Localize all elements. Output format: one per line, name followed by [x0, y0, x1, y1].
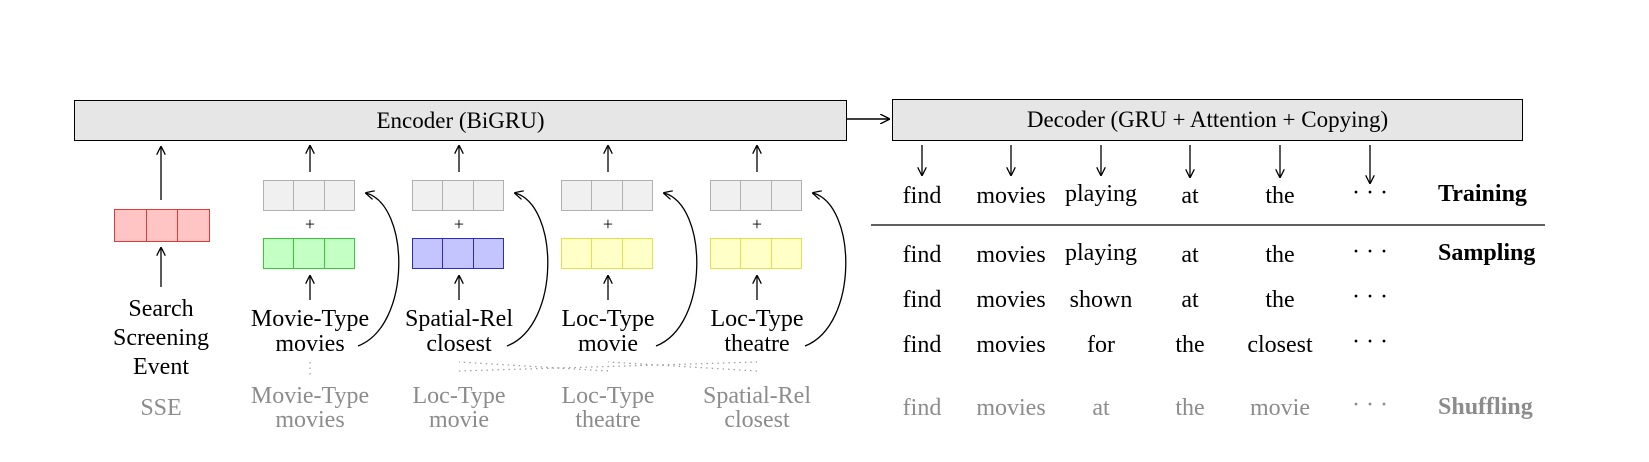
output-token: find	[902, 242, 942, 268]
output-token: the	[1265, 183, 1295, 209]
output-token: · · ·	[1352, 329, 1388, 355]
gray-embedding	[412, 180, 504, 211]
sse-embedding	[114, 209, 211, 242]
output-token: find	[902, 332, 942, 358]
output-token: at	[1181, 183, 1199, 209]
spatial-rel-embedding	[412, 238, 504, 269]
shuffle-dotted-lines	[309, 361, 758, 378]
sampling-label: Sampling	[1438, 240, 1536, 266]
output-token: find	[902, 287, 942, 313]
gray-embedding	[263, 180, 355, 211]
output-token: at	[1181, 242, 1199, 268]
output-token: movies	[976, 287, 1046, 313]
decoder-label: Decoder (GRU + Attention + Copying)	[1026, 107, 1389, 132]
decoder-box: Decoder (GRU + Attention + Copying)	[892, 99, 1523, 141]
encoder-label: Encoder (BiGRU)	[376, 107, 545, 133]
output-token: at	[1092, 395, 1110, 421]
encoder-box: Encoder (BiGRU)	[74, 100, 847, 141]
output-token: the	[1265, 242, 1295, 268]
output-token: movies	[976, 242, 1046, 268]
training-label: Training	[1438, 181, 1527, 207]
output-token: playing	[1065, 240, 1137, 266]
decoder-output-arrows	[922, 145, 1370, 183]
output-token: for	[1087, 332, 1115, 358]
token-arrows	[310, 146, 757, 300]
output-token: · · ·	[1352, 392, 1388, 418]
output-token: · · ·	[1352, 180, 1388, 206]
output-token: find	[902, 183, 942, 209]
output-token: · · ·	[1352, 284, 1388, 310]
output-token: the	[1175, 395, 1205, 421]
loc-type-embedding	[710, 238, 802, 269]
value-embedding-curves	[357, 193, 847, 347]
plus-sign: +	[304, 214, 316, 234]
plus-sign: +	[453, 214, 465, 234]
output-token: movies	[976, 395, 1046, 421]
output-token: the	[1265, 287, 1295, 313]
movie-type-embedding	[263, 238, 355, 269]
plus-sign: +	[602, 214, 614, 234]
output-token: the	[1175, 332, 1205, 358]
output-token: closest	[1247, 332, 1313, 358]
plus-sign: +	[751, 214, 763, 234]
shuffling-label: Shuffling	[1438, 394, 1533, 420]
loc-type-embedding	[561, 238, 653, 269]
output-token: find	[902, 395, 942, 421]
gray-embedding	[710, 180, 802, 211]
output-token: movies	[976, 332, 1046, 358]
output-token: shown	[1069, 287, 1133, 313]
shuffled-label-sse: SSE	[140, 395, 182, 421]
gray-embedding	[561, 180, 653, 211]
output-token: · · ·	[1352, 239, 1388, 265]
output-token: movie	[1250, 395, 1310, 421]
output-token: at	[1181, 287, 1199, 313]
output-token: playing	[1065, 181, 1137, 207]
output-token: movies	[976, 183, 1046, 209]
